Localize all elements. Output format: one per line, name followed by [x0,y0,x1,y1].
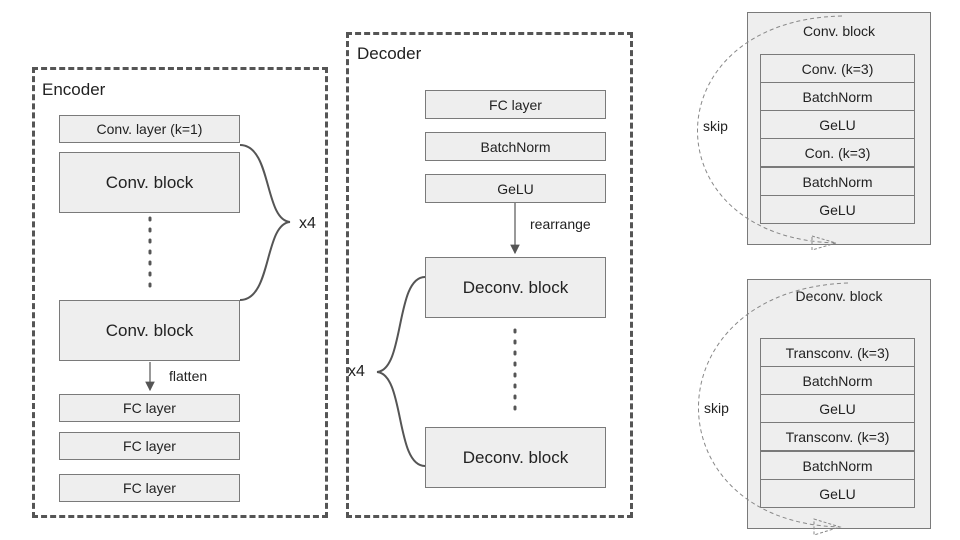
encoder-repeat-brace [239,144,291,301]
deconv-detail-layer-2: BatchNorm [760,366,915,395]
conv-detail-layer-4: Con. (k=3) [760,138,915,167]
encoder-fc-layer-2: FC layer [59,432,240,460]
conv-block-detail-title: Conv. block [802,23,876,39]
encoder-repeat-label: x4 [299,215,316,232]
deconv-block-detail-title: Deconv. block [795,288,883,304]
conv-skip-arc [697,15,843,244]
deconv-detail-skip-label: skip [704,400,729,416]
encoder-title: Encoder [42,80,106,99]
encoder-fc-layer-1: FC layer [59,394,240,422]
decoder-batchnorm: BatchNorm [425,132,606,161]
encoder-conv-block-top: Conv. block [59,152,240,213]
encoder-conv-block-bottom: Conv. block [59,300,240,361]
encoder-conv-layer-k1: Conv. layer (k=1) [59,115,240,143]
conv-detail-layer-1: Conv. (k=3) [760,54,915,83]
conv-skip-arrowhead [811,235,838,251]
conv-detail-layer-2: BatchNorm [760,82,915,111]
encoder-flatten-label: flatten [169,368,208,384]
encoder-frame [32,67,328,518]
deconv-detail-layer-3: GeLU [760,394,915,423]
decoder-fc-layer: FC layer [425,90,606,119]
conv-detail-skip-label: skip [703,118,728,134]
decoder-deconv-block-top: Deconv. block [425,257,606,318]
deconv-detail-layer-4: Transconv. (k=3) [760,422,915,451]
conv-detail-layer-6: GeLU [760,195,915,224]
encoder-fc-layer-3: FC layer [59,474,240,502]
decoder-frame [346,32,633,518]
decoder-title: Decoder [357,44,422,63]
deconv-skip-arrowhead [813,518,842,536]
decoder-deconv-block-bottom: Deconv. block [425,427,606,488]
deconv-detail-layer-6: GeLU [760,479,915,508]
decoder-rearrange-label: rearrange [530,216,591,232]
decoder-repeat-label: x4 [348,363,365,380]
decoder-gelu: GeLU [425,174,606,203]
decoder-repeat-brace [376,276,426,467]
deconv-detail-layer-5: BatchNorm [760,451,915,480]
deconv-detail-layer-1: Transconv. (k=3) [760,338,915,367]
deconv-skip-arc [698,282,849,528]
